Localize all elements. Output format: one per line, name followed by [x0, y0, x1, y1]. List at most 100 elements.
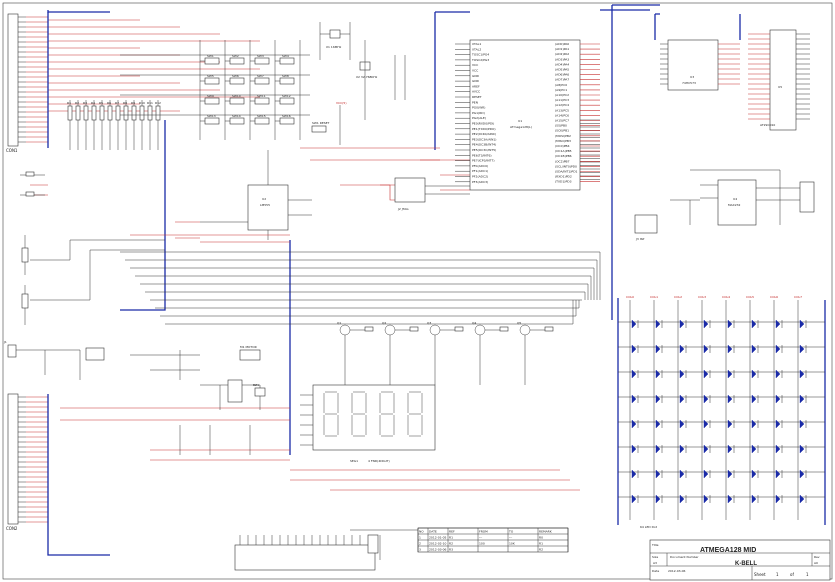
- led: [631, 344, 637, 354]
- led-column-label: COL0: [626, 295, 634, 299]
- seg-part: 4 FND(4DIGIT): [368, 459, 390, 463]
- mcu-pin-label: (AD3)PA3: [555, 57, 569, 61]
- led-matrix-note: 64 LED Dot: [640, 525, 658, 529]
- mcu-pin-label: XTAL1: [472, 42, 481, 46]
- crystal2-label: X2 32.768KHz: [356, 75, 378, 79]
- led: [751, 344, 757, 354]
- mcu-pin-label: AREF: [472, 84, 480, 88]
- led-column-label: COL4: [722, 295, 730, 299]
- led: [751, 419, 757, 429]
- resistor: [544, 326, 554, 332]
- rev-header: FROM: [479, 530, 488, 534]
- switch-label: SW5: [207, 74, 214, 78]
- resistor: [454, 326, 464, 332]
- mcu-pin-label: PE3(OC3A/AIN1): [472, 137, 496, 141]
- resistor: [123, 105, 129, 121]
- led-column-label: COL5: [746, 295, 754, 299]
- switch: [229, 97, 245, 105]
- led-column-label: COL1: [650, 295, 658, 299]
- mcu-pin-label: PF2(ADC2): [472, 175, 488, 179]
- resistor: [364, 326, 374, 332]
- signal-line: [290, 291, 586, 300]
- switch: [229, 57, 245, 65]
- isp-label: J3 ISP: [635, 237, 645, 241]
- switch: [279, 117, 295, 125]
- led: [775, 319, 781, 329]
- led: [631, 394, 637, 404]
- led: [703, 469, 709, 479]
- resistor-label: R6: [107, 101, 111, 105]
- mcu-pin-label: GND: [472, 79, 480, 83]
- seven-seg-digit: [407, 391, 423, 437]
- signal-line: [290, 275, 592, 300]
- switch: [229, 77, 245, 85]
- resistor-label: R8: [123, 101, 127, 105]
- mcu-pin-label: AVCC: [472, 90, 480, 94]
- switch: [254, 77, 270, 85]
- mcu-pin-label: PE6(T3/INT6): [472, 153, 492, 157]
- mcu-pin-label: PE1(TXD0/PDO): [472, 127, 496, 131]
- resistor: [139, 105, 145, 121]
- led: [679, 319, 685, 329]
- led: [655, 369, 661, 379]
- led: [751, 444, 757, 454]
- transistor-lead: [524, 329, 545, 385]
- led: [631, 419, 637, 429]
- led: [631, 369, 637, 379]
- led: [655, 344, 661, 354]
- transistor-lead: [434, 329, 455, 385]
- led: [655, 494, 661, 504]
- led: [775, 469, 781, 479]
- signal-line: [290, 267, 595, 300]
- led: [751, 469, 757, 479]
- switch-label: SW11: [257, 94, 266, 98]
- rev-cell: 1: [419, 536, 421, 540]
- resistor: [83, 105, 89, 121]
- transistor-label: Q4: [472, 321, 476, 325]
- led: [679, 494, 685, 504]
- led-column-label: COL2: [674, 295, 682, 299]
- mcu-pin-label: PG0(WR): [472, 106, 485, 110]
- latch-name: U3: [690, 75, 694, 79]
- mcu-pin-label: PG1(RD): [472, 111, 485, 115]
- mcu-pin-label: PE2(XCK0/AIN0): [472, 132, 496, 136]
- mcu-pin-label: VCC: [472, 63, 478, 67]
- led: [655, 419, 661, 429]
- title-block: Title ATMEGA128 MID Size A3 Document Num…: [649, 539, 831, 581]
- resistor-label: R12: [155, 101, 161, 105]
- transistor: [339, 324, 351, 336]
- project-title: ATMEGA128 MID: [700, 547, 756, 554]
- led: [655, 469, 661, 479]
- led: [799, 494, 805, 504]
- mcu-name: U1: [518, 119, 522, 123]
- switch-label: SW12: [282, 94, 291, 98]
- mcu-pin-label: VCC: [472, 69, 478, 73]
- resistor-label: R7: [115, 101, 119, 105]
- mcu-pin-label: PF0(ADC0): [472, 164, 488, 168]
- rev-cell: 2: [419, 542, 421, 546]
- led: [703, 394, 709, 404]
- led: [775, 494, 781, 504]
- mcu-pin-label: XTAL2: [472, 47, 481, 51]
- mcu-pin-label: (OC1B)PB6: [555, 154, 572, 158]
- date-label: Date: [652, 569, 659, 573]
- crystal-label: X1 16MHz: [326, 45, 342, 49]
- resistor-label: R4: [91, 101, 95, 105]
- resistor: [99, 105, 105, 121]
- switch-label: SW14: [232, 114, 241, 118]
- rev-cell: 3: [419, 548, 421, 552]
- seven-seg-digit: [379, 391, 395, 437]
- mcu-pin-label: PEN: [472, 100, 478, 104]
- mcu-pin-label: (RXD1)PD2: [555, 175, 572, 179]
- resistor: [147, 105, 153, 121]
- switch-label: SW15: [257, 114, 266, 118]
- led: [703, 369, 709, 379]
- led: [679, 419, 685, 429]
- switch: [254, 57, 270, 65]
- rs232-chip: U4 MAX232: [670, 169, 815, 226]
- con1-label: CON1: [6, 148, 18, 153]
- con2-wires: [26, 396, 48, 523]
